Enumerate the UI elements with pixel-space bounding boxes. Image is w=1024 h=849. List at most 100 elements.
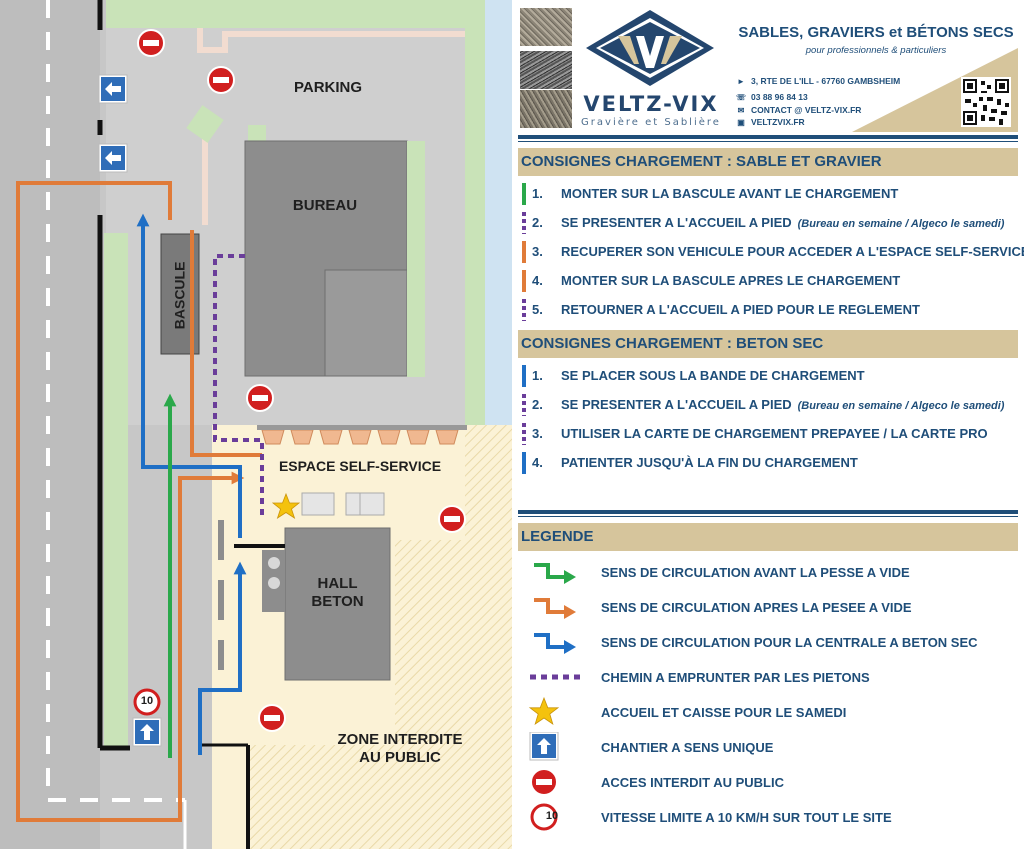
one-way-icon: [132, 717, 162, 747]
step-text: SE PRESENTER A L'ACCUEIL A PIED (Bureau e…: [561, 215, 1004, 230]
legend-text: ACCES INTERDIT AU PUBLIC: [601, 775, 784, 790]
step-text: SE PRESENTER A L'ACCUEIL A PIED(Bureau e…: [561, 397, 1004, 412]
step-text: MONTER SUR LA BASCULE APRES LE CHARGEMEN…: [561, 273, 900, 288]
no-entry-icon: [246, 384, 274, 412]
legend-item: ACCUEIL ET CAISSE POUR LE SAMEDI: [520, 697, 1020, 727]
contact-address: ► 3, RTE DE L'ILL - 67760 GAMBSHEIM: [736, 76, 900, 86]
legend-divider: [518, 510, 1018, 514]
step-number: 3.: [532, 426, 543, 441]
speed-limit-value: 10: [140, 695, 154, 707]
step-color-bar: [522, 212, 526, 234]
step-note: (Bureau en semaine / Algeco le samedi): [797, 218, 1005, 230]
bascule-label: BASCULE: [171, 261, 188, 330]
step-number: 1.: [532, 186, 543, 201]
legend-item: CHEMIN A EMPRUNTER PAR LES PIETONS: [520, 662, 1020, 692]
legend-item: SENS DE CIRCULATION AVANT LA PESSE A VID…: [520, 557, 1020, 587]
step-number: 4.: [532, 455, 543, 470]
step-text: UTILISER LA CARTE DE CHARGEMENT PREPAYEE…: [561, 426, 988, 441]
speed-limit-icon-value: 10: [545, 810, 559, 822]
step-number: 4.: [532, 273, 543, 288]
section-beton-title: CONSIGNES CHARGEMENT : BETON SEC: [518, 330, 1018, 358]
contact-web: ▣ VELTZVIX.FR: [736, 117, 805, 127]
phone-icon: ☏: [736, 92, 747, 102]
info-panel: VELTZ-VIX Gravière et Sablière SABLES, G…: [512, 0, 1024, 849]
step-number: 5.: [532, 302, 543, 317]
step-label: MONTER SUR LA BASCULE APRES LE CHARGEMEN…: [561, 273, 901, 288]
no-entry-icon: [137, 29, 165, 57]
no-entry-icon: [207, 66, 235, 94]
step-color-bar: [522, 394, 526, 416]
location-arrow-icon: ►: [737, 76, 745, 86]
web-icon: ▣: [737, 117, 745, 127]
step-color-bar: [522, 270, 526, 292]
hall-beton-label: HALL BETON: [295, 575, 380, 611]
step-label: RETOURNER A L'ACCUEIL A PIED POUR LE REG…: [561, 302, 920, 317]
no-entry-icon: [438, 505, 466, 533]
header-divider-thin: [518, 141, 1018, 142]
one-way-icon: [98, 74, 128, 104]
sable-step: 3. RECUPERER SON VEHICULE POUR ACCEDER A…: [522, 240, 1024, 264]
legend-item: ACCES INTERDIT AU PUBLIC: [520, 767, 1020, 797]
header-subtitle: pour professionnels & particuliers: [805, 45, 947, 56]
step-label: PATIENTER JUSQU'À LA FIN DU CHARGEMENT: [561, 455, 858, 470]
section-legend-title: LEGENDE: [518, 523, 1018, 551]
beton-step: 3. UTILISER LA CARTE DE CHARGEMENT PREPA…: [522, 422, 1020, 446]
legend-text: CHEMIN A EMPRUNTER PAR LES PIETONS: [601, 670, 870, 685]
step-color-bar: [522, 423, 526, 445]
no-entry-icon: [258, 704, 286, 732]
sable-step: 1. MONTER SUR LA BASCULE AVANT LE CHARGE…: [522, 182, 1020, 206]
contact-phone: ☏ 03 88 96 84 13: [736, 92, 808, 102]
star-icon: [271, 492, 301, 519]
step-number: 3.: [532, 244, 543, 259]
contact-phone-text[interactable]: 03 88 96 84 13: [751, 92, 808, 102]
step-label: SE PRESENTER A L'ACCUEIL A PIED: [561, 215, 792, 230]
step-color-bar: [522, 241, 526, 263]
beton-step: 2. SE PRESENTER A L'ACCUEIL A PIED(Burea…: [522, 393, 1020, 417]
step-label: SE PRESENTER A L'ACCUEIL A PIED: [561, 397, 792, 412]
legend-divider-thin: [518, 516, 1018, 517]
contact-address-text: 3, RTE DE L'ILL - 67760 GAMBSHEIM: [751, 76, 901, 86]
step-color-bar: [522, 183, 526, 205]
legend-item: 10 VITESSE LIMITE A 10 KM/H SUR TOUT LE …: [520, 802, 1020, 832]
step-label: RECUPERER SON VEHICULE POUR ACCEDER A L'…: [561, 244, 1024, 259]
orange-arrow-icon: [534, 598, 576, 619]
parking-label: PARKING: [293, 79, 363, 96]
legend-text: VITESSE LIMITE A 10 KM/H SUR TOUT LE SIT…: [601, 810, 892, 825]
legend-item: CHANTIER A SENS UNIQUE: [520, 732, 1020, 762]
brand-name: VELTZ-VIX: [583, 92, 719, 116]
veltz-vix-logo: [586, 10, 714, 86]
concrete-thumbnail: [520, 90, 572, 128]
beton-step: 1. SE PLACER SOUS LA BANDE DE CHARGEMENT: [522, 364, 1020, 388]
step-text: PATIENTER JUSQU'À LA FIN DU CHARGEMENT: [561, 455, 858, 470]
sable-step: 4. MONTER SUR LA BASCULE APRES LE CHARGE…: [522, 269, 1020, 293]
step-text: SE PLACER SOUS LA BANDE DE CHARGEMENT: [561, 368, 865, 383]
no-entry-icon: [530, 768, 558, 796]
mail-icon: ✉: [737, 105, 745, 115]
contact-mail-text[interactable]: CONTACT @ VELTZ-VIX.FR: [751, 105, 862, 115]
qr-code[interactable]: [961, 77, 1011, 127]
step-label: SE PLACER SOUS LA BANDE DE CHARGEMENT: [561, 368, 865, 383]
zone-label-line1: ZONE INTERDITE: [337, 731, 463, 748]
header-title: SABLES, GRAVIERS et BÉTONS SECS: [738, 24, 1014, 41]
legend-item: SENS DE CIRCULATION POUR LA CENTRALE A B…: [520, 627, 1020, 657]
gravel-thumbnail: [520, 51, 572, 89]
step-text: MONTER SUR LA BASCULE AVANT LE CHARGEMEN…: [561, 186, 898, 201]
speed-limit-icon: [530, 803, 558, 831]
contact-web-text[interactable]: VELTZVIX.FR: [751, 117, 805, 127]
step-text: RETOURNER A L'ACCUEIL A PIED POUR LE REG…: [561, 302, 920, 317]
zone-interdite-label: ZONE INTERDITE AU PUBLIC: [330, 731, 470, 767]
hall-beton-building: [284, 527, 391, 681]
bureau-label: BUREAU: [292, 197, 358, 214]
legend-text: SENS DE CIRCULATION APRES LA PESEE A VID…: [601, 600, 912, 615]
brand-subtitle: Gravière et Sablière: [581, 117, 721, 128]
header-divider: [518, 135, 1018, 139]
legend-text: SENS DE CIRCULATION POUR LA CENTRALE A B…: [601, 635, 978, 650]
zone-label-line2: AU PUBLIC: [359, 749, 441, 766]
legend-text: ACCUEIL ET CAISSE POUR LE SAMEDI: [601, 705, 847, 720]
hall-label-line1: HALL: [317, 575, 358, 592]
median-grass: [104, 233, 128, 748]
step-color-bar: [522, 299, 526, 321]
legend-text: SENS DE CIRCULATION AVANT LA PESSE A VID…: [601, 565, 910, 580]
contact-mail: ✉ CONTACT @ VELTZ-VIX.FR: [736, 105, 862, 115]
step-label: MONTER SUR LA BASCULE AVANT LE CHARGEMEN…: [561, 186, 899, 201]
